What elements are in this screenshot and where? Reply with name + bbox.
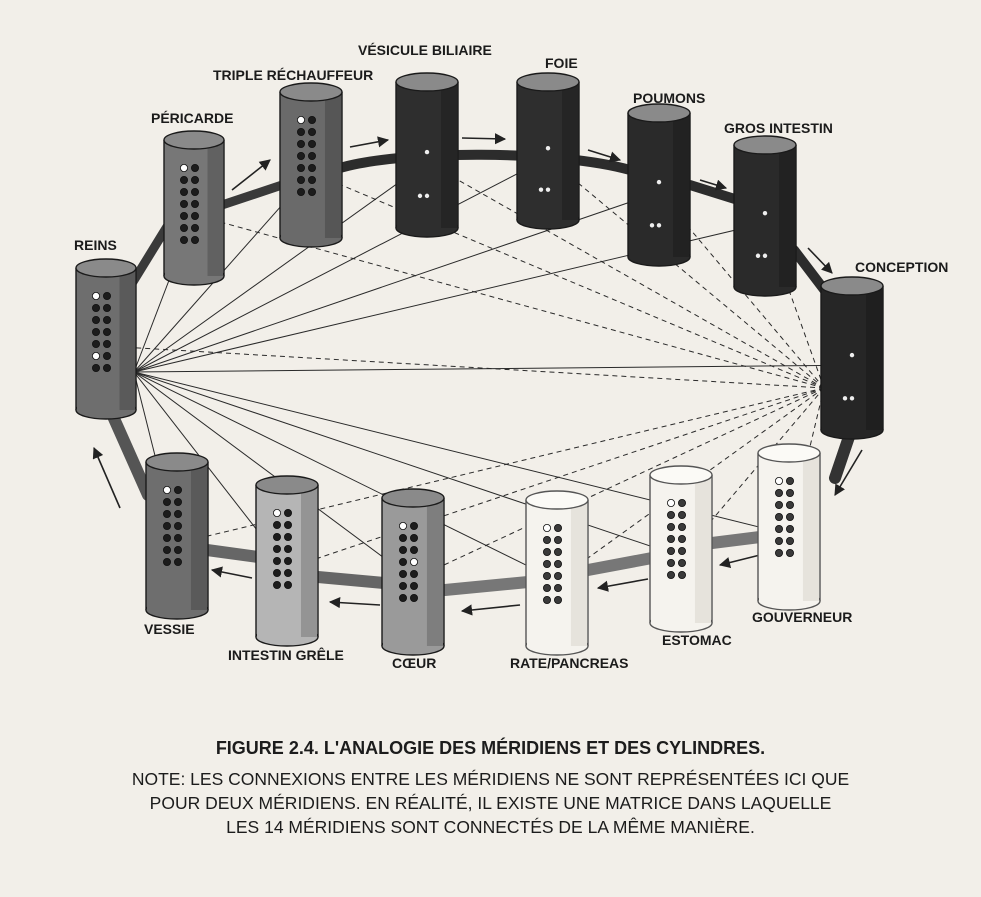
label-vessie: VESSIE: [144, 621, 195, 637]
cylinder-triple-rechauffeur: [279, 82, 343, 248]
dots-gros-intestin: [755, 210, 768, 258]
label-rate-pancreas: RATE/PANCREAS: [510, 655, 629, 671]
label-intestin-grele: INTESTIN GRÊLE: [228, 646, 344, 663]
arrow-conception-gouverneur: [834, 449, 863, 496]
arrow-vessie-reins: [92, 446, 121, 509]
figure-caption: FIGURE 2.4. L'ANALOGIE DES MÉRIDIENS ET …: [0, 738, 981, 839]
pipe-triple-poumons: [335, 149, 635, 175]
arrow-intestin-vessie: [210, 566, 253, 579]
arrow-rate-coeur: [460, 604, 521, 616]
label-conception: CONCEPTION: [855, 259, 948, 275]
cylinder-reins: [75, 258, 137, 420]
cylinder-vessie: [145, 452, 209, 620]
arrow-vesicule-foie: [461, 133, 507, 145]
cylinder-gros-intestin: [733, 135, 797, 297]
arrow-coeur-intestin: [328, 597, 381, 609]
caption-note-line-1: NOTE: LES CONNEXIONS ENTRE LES MÉRIDIENS…: [131, 769, 850, 789]
label-coeur: CŒUR: [392, 655, 436, 671]
caption-note-line-2: POUR DEUX MÉRIDIENS. EN RÉALITÉ, IL EXIS…: [149, 793, 832, 813]
reins-link-coeur: [133, 371, 414, 580]
label-gros-intestin: GROS INTESTIN: [724, 120, 833, 136]
cylinders: [75, 72, 884, 656]
arrow-poumons-gros-intestin: [699, 179, 728, 191]
label-gouverneur: GOUVERNEUR: [752, 609, 852, 625]
cylinder-gouverneur: [757, 443, 821, 611]
conception-link-vesicule-biliaire: [426, 161, 825, 389]
arrow-triple-vesicule: [349, 136, 390, 148]
arrow-foie-poumons: [587, 149, 622, 163]
label-pericarde: PÉRICARDE: [151, 110, 233, 126]
pipe-rate-coeur: [439, 576, 534, 596]
arrow-pericarde-triple: [231, 159, 271, 191]
label-vesicule-biliaire: VÉSICULE BILIAIRE: [358, 42, 492, 58]
reins-link-conception: [133, 364, 853, 373]
label-poumons: POUMONS: [633, 90, 705, 106]
cylinder-pericarde: [163, 130, 225, 286]
dots-estomac: [667, 498, 687, 580]
cylinder-rate-pancreas: [525, 490, 589, 656]
pipe-gouverneur-estomac: [706, 531, 766, 549]
caption-title: FIGURE 2.4. L'ANALOGIE DES MÉRIDIENS ET …: [215, 738, 766, 758]
reins-link-estomac: [133, 371, 682, 557]
conception-link-intestin-grele: [286, 387, 825, 570]
conception-link-reins: [105, 345, 825, 389]
dots-pericarde: [179, 163, 199, 244]
meridian-labels: REINS PÉRICARDE TRIPLE RÉCHAUFFEUR VÉSIC…: [74, 42, 948, 671]
dots-foie: [538, 146, 551, 192]
conception-link-coeur: [412, 387, 825, 580]
pipe-coeur-intestin: [312, 571, 390, 589]
dots-intestin-grele: [272, 508, 292, 590]
conception-link-foie: [547, 157, 825, 389]
dots-reins: [92, 291, 112, 372]
dots-rate-pancreas: [543, 524, 563, 605]
conception-link-vessie: [176, 387, 825, 544]
pipe-intestin-vessie: [201, 544, 264, 563]
dots-coeur: [398, 522, 418, 603]
dots-conception: [842, 352, 855, 401]
cylinder-foie: [516, 72, 580, 230]
label-triple-rechauffeur: TRIPLE RÉCHAUFFEUR: [213, 67, 373, 83]
arrow-gouverneur-estomac: [718, 554, 761, 568]
reins-link-vesicule-biliaire: [133, 161, 428, 373]
pipe-estomac-rate: [582, 552, 658, 576]
dots-poumons: [649, 179, 662, 228]
cylinder-estomac: [649, 465, 713, 633]
cylinder-vesicule-biliaire: [395, 72, 459, 238]
cylinder-poumons: [627, 103, 691, 267]
cylinder-coeur: [381, 488, 445, 656]
reins-link-foie: [133, 157, 549, 373]
dots-triple-rechauffeur: [296, 116, 316, 196]
cylinder-intestin-grele: [255, 475, 319, 647]
label-foie: FOIE: [545, 55, 578, 71]
dots-vesicule-biliaire: [417, 149, 430, 199]
arrow-estomac-rate: [596, 578, 649, 592]
dots-vessie: [162, 485, 182, 567]
meridian-cylinder-diagram: REINS PÉRICARDE TRIPLE RÉCHAUFFEUR VÉSIC…: [74, 42, 948, 671]
caption-note: NOTE: LES CONNEXIONS ENTRE LES MÉRIDIENS…: [0, 767, 981, 839]
pipe-poumons-gros-intestin: [685, 180, 743, 205]
cylinder-conception: [820, 276, 884, 440]
dots-gouverneur: [775, 476, 795, 558]
flow-arrows: [92, 133, 863, 616]
label-estomac: ESTOMAC: [662, 632, 732, 648]
label-reins: REINS: [74, 237, 117, 253]
caption-note-line-3: LES 14 MÉRIDIENS SONT CONNECTÉS DE LA MÊ…: [226, 817, 755, 837]
arrow-gros-intestin-conception: [807, 247, 833, 274]
pipe-pericarde-triple: [217, 180, 287, 210]
